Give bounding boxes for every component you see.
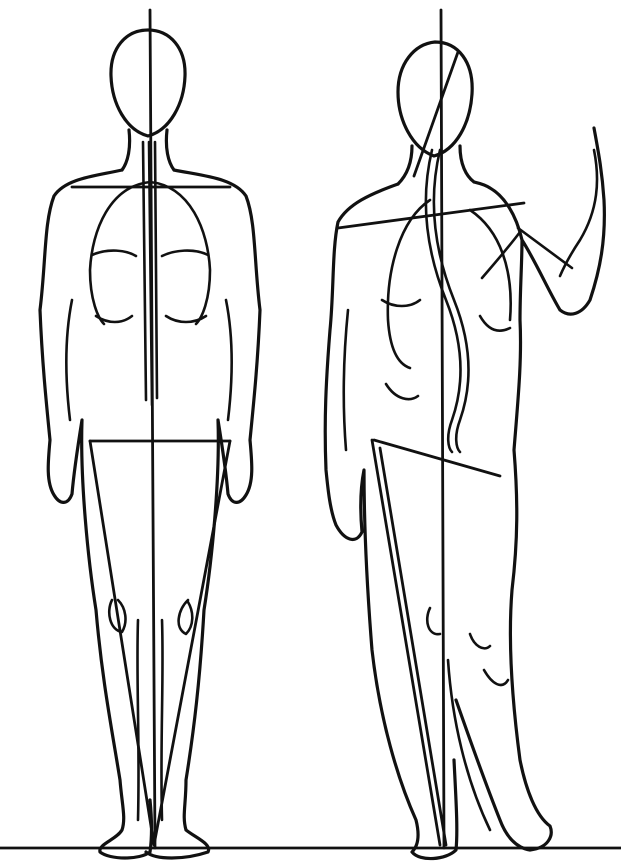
head-outline bbox=[398, 42, 472, 156]
leg-alignment-triangle bbox=[90, 441, 230, 845]
pelvis-tilt-line bbox=[374, 440, 500, 476]
knee-marks bbox=[427, 608, 508, 685]
normal-posture-figure bbox=[40, 10, 260, 858]
head-outline bbox=[111, 30, 185, 136]
raised-arm-lines bbox=[560, 150, 597, 276]
curved-spine-line bbox=[426, 150, 469, 452]
chest-lines bbox=[382, 300, 510, 399]
scoliotic-posture-figure bbox=[325, 10, 604, 859]
body-outline bbox=[325, 128, 604, 859]
inner-arm-lines bbox=[344, 310, 348, 450]
inner-leg-lines bbox=[448, 660, 490, 830]
knee-marks bbox=[109, 600, 192, 634]
shoulder-tilt-line bbox=[338, 203, 524, 228]
leg-alignment-lines bbox=[372, 440, 446, 845]
plumb-line bbox=[441, 10, 444, 848]
inner-leg-lines bbox=[137, 620, 162, 820]
inner-arm-lines bbox=[66, 300, 231, 420]
head-tilt-line bbox=[414, 52, 458, 176]
